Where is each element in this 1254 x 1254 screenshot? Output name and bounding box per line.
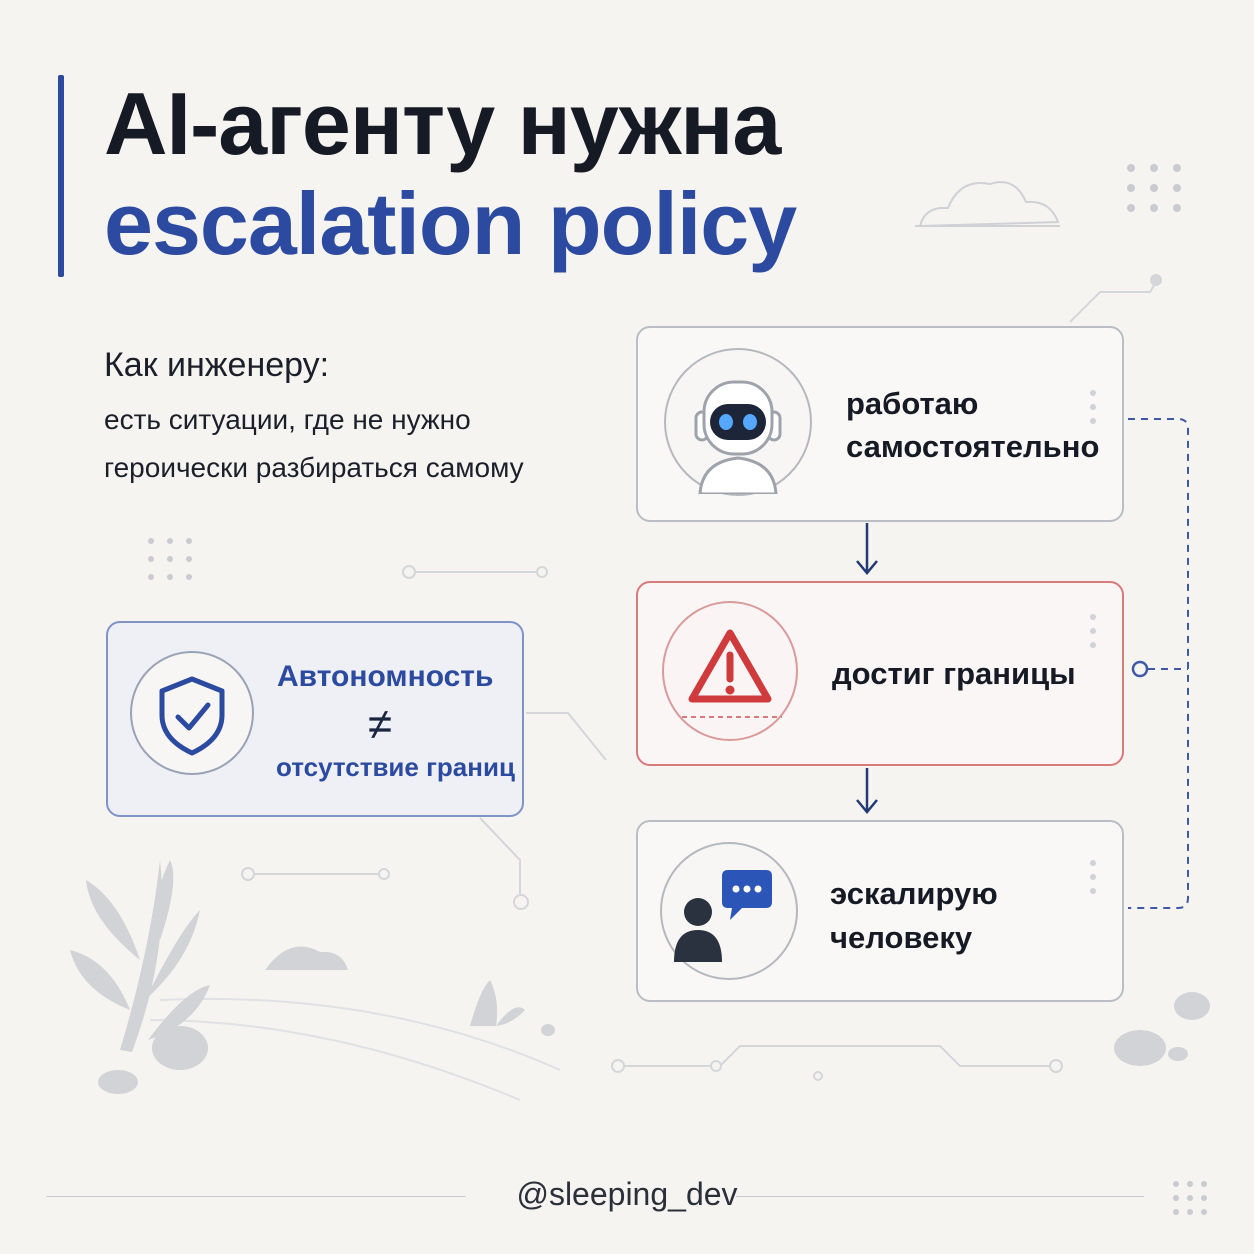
page-title: AI-агенту нужна bbox=[104, 74, 781, 173]
step-1-kebab-icon bbox=[1090, 390, 1096, 432]
step-2-kebab-icon bbox=[1090, 614, 1096, 656]
intro-heading: Как инженеру: bbox=[104, 346, 330, 384]
step-1-label-line-1: работаю bbox=[846, 386, 979, 421]
footer-divider-right bbox=[736, 1196, 1144, 1197]
robot-icon bbox=[664, 348, 812, 496]
step-3-label-line-2: человеку bbox=[830, 920, 973, 955]
step-3-label-line-1: эскалирую bbox=[830, 876, 998, 911]
intro-text-line-2: героически разбираться самому bbox=[104, 452, 524, 483]
principle-term: Автономность bbox=[277, 660, 494, 693]
step-1-label-line-2: самостоятельно bbox=[846, 429, 1100, 464]
title-accent-bar bbox=[58, 75, 64, 277]
step-3-kebab-icon bbox=[1090, 860, 1096, 902]
person-chat-icon bbox=[660, 842, 798, 980]
step-2-label: достиг границы bbox=[832, 656, 1076, 691]
shield-check-icon bbox=[130, 651, 254, 775]
not-equal-sign: ≠ bbox=[367, 700, 393, 749]
author-handle: @sleeping_dev bbox=[516, 1176, 738, 1212]
warning-icon bbox=[662, 601, 798, 741]
page-title-accent: escalation policy bbox=[104, 174, 797, 273]
footer-divider-left bbox=[46, 1196, 466, 1197]
principle-negation: отсутствие границ bbox=[276, 752, 515, 782]
intro-text-line-1: есть ситуации, где не нужно bbox=[104, 404, 471, 435]
